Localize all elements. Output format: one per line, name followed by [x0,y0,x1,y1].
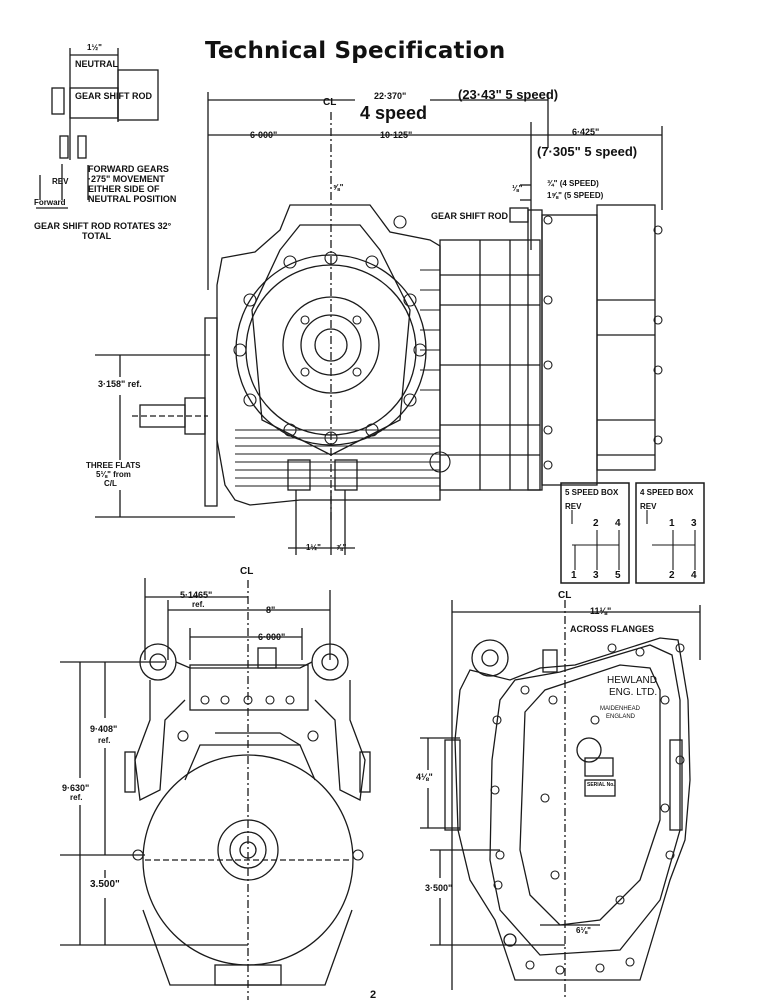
rear-dim-bottom: 6⅛" [576,926,591,935]
shift-pattern-5-bottom-2: 3 [593,570,599,581]
shift-pattern-4-top-1: 1 [669,518,675,529]
shift-pattern-5-rev: REV [565,502,582,511]
dim-height-ref: 3·158" ref. [98,379,142,389]
three-flats-3: C/L [104,479,117,488]
dim-left: 6·000" [250,130,278,140]
three-flats-2: 5⅛" from [96,470,131,479]
side-view-bolts [233,215,663,473]
shift-pattern-4-bottom-1: 2 [669,570,675,581]
shift-pattern-4-rev: REV [640,502,657,511]
front-dim-offset-ref: ref. [192,600,205,609]
front-dim-h2: 9·630" [62,783,90,793]
rear-view-bolts [490,643,685,975]
gearbox-rear-view [420,600,701,1000]
shift-pattern-5-bottom-3: 5 [615,570,621,581]
shift-pattern-4-title: 4 SPEED BOX [640,488,694,497]
front-dim-h1-ref: ref. [98,736,111,745]
front-dim-offset: 5·1465" [180,590,213,600]
rev-label-detail: REV [52,177,69,186]
dim-4speed-overall: 22·370" [374,91,407,101]
shift-pattern-4-top-2: 3 [691,518,697,529]
plate-line-3: MAIDENHEAD [600,706,641,712]
neutral-label: NEUTRAL [75,59,118,69]
shift-rod-detail [36,48,159,209]
dim-right: 6·425" [572,127,600,137]
three-flats-1: THREE FLATS [86,461,141,470]
gear-shift-rod-label-detail: GEAR SHIFT ROD [75,91,153,101]
serial-label: SERIAL No. [587,782,615,788]
rotates-note-2: TOTAL [82,231,112,241]
dim-4speed-small: ¾" (4 SPEED) [547,179,599,188]
front-dim-inner: 6·000" [258,632,286,642]
neutral-dim: 1½" [87,43,102,52]
front-dim-base: 3.500" [90,879,120,890]
shift-pattern-graphics [560,482,705,584]
forward-gears-note-1: FORWARD GEARS [88,164,169,174]
centerline-side: CL [323,97,337,108]
gear-shift-rod-label: GEAR SHIFT ROD [431,211,509,221]
dim-5speed-small: 1⅝" (5 SPEED) [547,191,604,200]
gearbox-front-view [60,578,371,1000]
shift-pattern-5-bottom-1: 1 [571,570,577,581]
dim-small-left: ⅛" [512,184,523,193]
shift-pattern-4-bottom-2: 4 [691,570,697,581]
front-dim-h1: 9·408" [90,724,118,734]
forward-gears-note-2: ·275" MOVEMENT [88,174,165,184]
shift-pattern-5-top-1: 2 [593,518,599,529]
forward-label: Forward [34,198,66,207]
across-flanges-label: ACROSS FLANGES [570,624,655,634]
forward-gears-note-4: NEUTRAL POSITION [88,194,177,204]
plate-line-2: ENG. LTD. [609,687,658,698]
dim-bottom-a: 1½" [306,543,321,552]
shift-pattern-5-title: 5 SPEED BOX [565,488,619,497]
page-title: Technical Specification [205,38,506,64]
shift-pattern-5-top-2: 4 [615,518,621,529]
plate-line-4: ENGLAND [606,714,636,720]
rear-dim-across: 11⅛" [590,606,612,616]
plate-line-1: HEWLAND [607,675,658,686]
forward-gears-note-3: EITHER SIDE OF [88,184,160,194]
rear-dim-base: 3·500" [425,883,453,893]
centerline-rear: CL [558,590,572,601]
dim-top-small: ⅝" [333,183,344,192]
label-4speed: 4 speed [360,103,428,123]
dim-mid: 10·125" [380,130,413,140]
page-number: 2 [370,989,377,1001]
front-dim-h2-ref: ref. [70,793,83,802]
gearbox-side-view [95,92,663,555]
dim-bottom-b: ⅞" [336,543,347,552]
rear-dim-side: 4⅛" [416,772,433,782]
dim-5speed-overall: (23·43" 5 speed) [458,87,559,102]
front-view-bolts [132,695,364,861]
dim-right-5speed: (7·305" 5 speed) [537,144,638,159]
front-dim-width: 8" [266,605,276,615]
rotates-note-1: GEAR SHIFT ROD ROTATES 32° [34,221,172,231]
centerline-front: CL [240,566,254,577]
